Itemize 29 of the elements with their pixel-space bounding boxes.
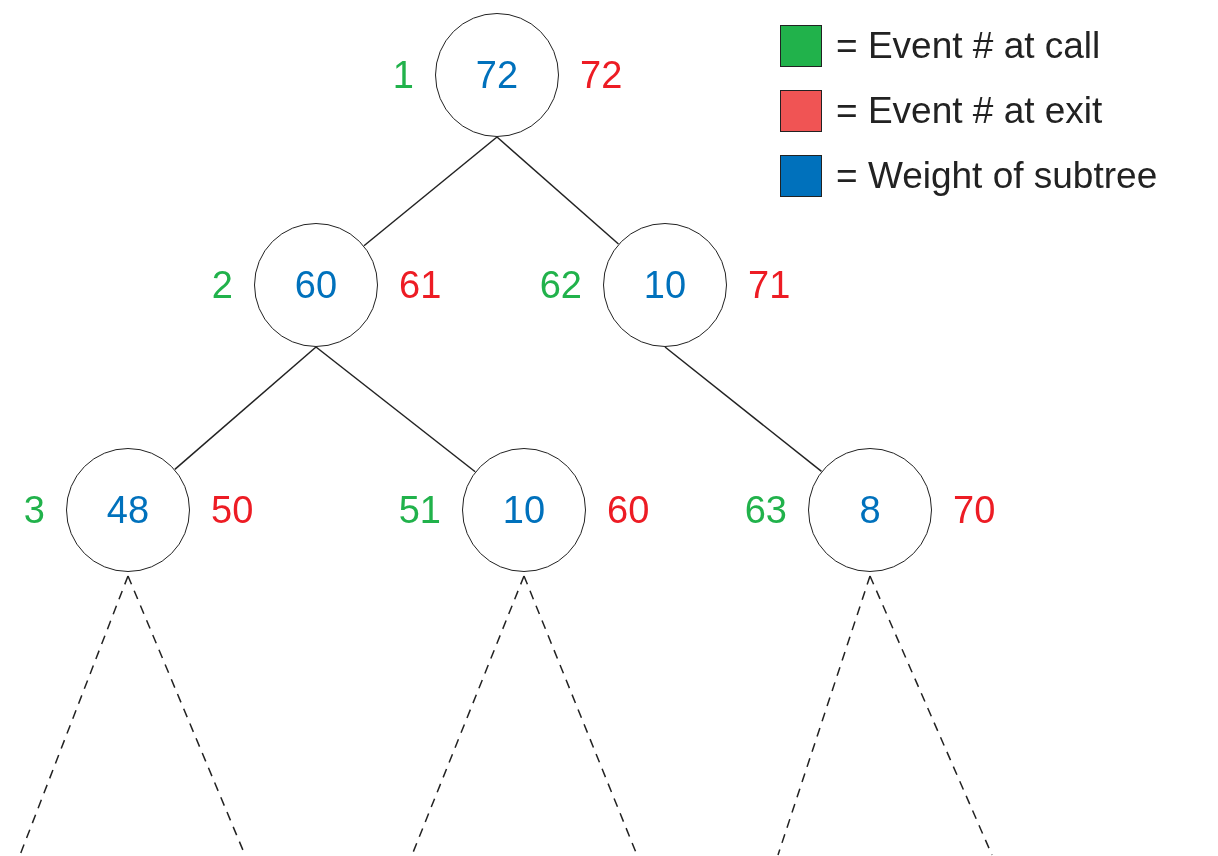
call-event-number: 3	[23, 491, 45, 529]
tree-edge	[174, 346, 317, 471]
call-event-number: 63	[744, 491, 787, 529]
subtree-weight: 60	[294, 266, 338, 304]
legend-text: = Event # at exit	[836, 90, 1103, 132]
subtree-weight: 72	[475, 56, 519, 94]
legend-text: = Weight of subtree	[836, 155, 1158, 197]
tree-edge	[496, 136, 620, 245]
legend-text: = Event # at call	[836, 25, 1101, 67]
exit-event-number: 50	[211, 491, 254, 529]
subtree-weight: 10	[502, 491, 546, 529]
exit-event-number: 71	[748, 266, 791, 304]
tree-edge	[664, 346, 823, 473]
dashed-line	[869, 575, 993, 856]
subtree-weight: 8	[859, 491, 881, 529]
dashed-line	[777, 575, 871, 856]
tree-edge	[363, 136, 498, 247]
exit-event-number: 70	[953, 491, 996, 529]
exit-event-number: 60	[607, 491, 650, 529]
subtree-weight: 10	[643, 266, 687, 304]
call-event-number: 51	[398, 491, 441, 529]
exit-event-number: 61	[399, 266, 442, 304]
subtree-weight: 48	[106, 491, 150, 529]
call-event-number: 2	[211, 266, 233, 304]
dashed-line	[19, 575, 129, 856]
exit-event-number: 72	[580, 56, 623, 94]
call-event-number: 1	[392, 56, 414, 94]
tree-edge	[315, 346, 476, 473]
call-event-number: 62	[539, 266, 582, 304]
